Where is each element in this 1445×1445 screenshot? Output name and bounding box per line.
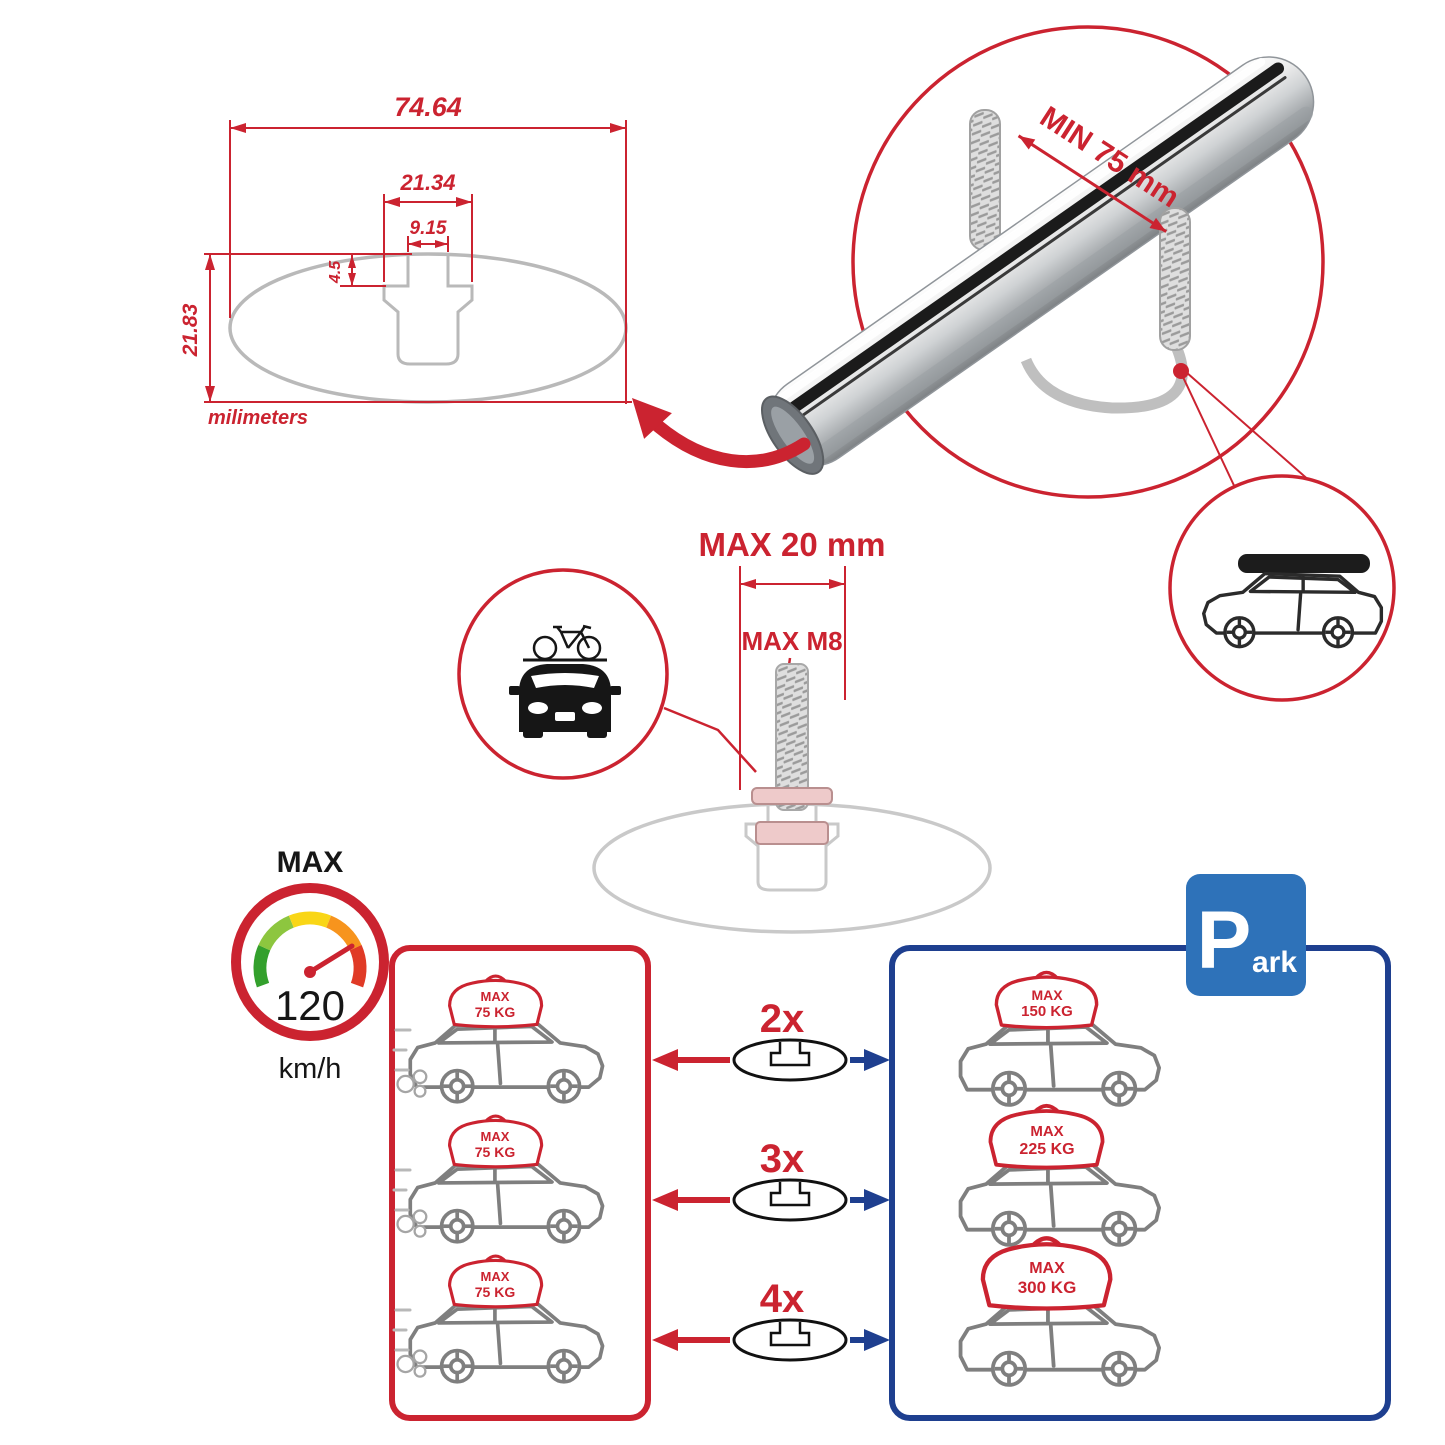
dimension-slot-outer: 21.34 <box>383 170 473 282</box>
dimension-width: 74.64 <box>229 92 627 404</box>
car-row: MAX 150 KG <box>958 970 1161 1107</box>
roof-box-icon <box>1238 554 1370 573</box>
clamp-rod-left <box>969 109 1001 251</box>
parking-sign-bg <box>1186 874 1306 996</box>
roofbox-car-badge <box>1168 474 1396 702</box>
crossbar-photo: MIN 75 mm <box>632 25 1396 702</box>
arrow-left-red-head <box>652 1049 678 1071</box>
gauge-needle <box>307 943 355 975</box>
quantity-rows: 2x 3x 4x <box>652 997 890 1362</box>
bolt-diagram: MAX 20 mm MAX M8 <box>457 526 992 934</box>
dim-width-label: 74.64 <box>394 92 462 122</box>
bag-max-label: MAX <box>1029 1260 1065 1277</box>
car-row: MAX 75 KG <box>392 974 605 1104</box>
speed-value: 120 <box>275 982 345 1029</box>
gauge-arcs <box>253 911 367 988</box>
parking-p: P <box>1197 895 1252 986</box>
arrow-right-blue-head <box>864 1189 890 1211</box>
multiplier-label: 4x <box>760 1277 805 1321</box>
bag-weight-label: 75 KG <box>475 1284 516 1300</box>
wheel <box>523 728 543 738</box>
bag-weight-label: 75 KG <box>475 1144 516 1160</box>
profile-slot-ghost <box>744 805 840 892</box>
bag-weight-label: 75 KG <box>475 1004 516 1020</box>
parking-ark: ark <box>1252 946 1297 979</box>
speed-max-label: MAX <box>277 846 344 879</box>
mirror <box>610 686 621 695</box>
dimension-height: 21.83 <box>179 253 632 403</box>
crossbar-profile-icon <box>732 1318 848 1362</box>
bag-max-label: MAX <box>481 1129 510 1144</box>
max-20-label: MAX 20 mm <box>698 526 885 563</box>
bag-max-label: MAX <box>481 989 510 1004</box>
car-row: MAX 75 KG <box>392 1114 605 1244</box>
leader-line <box>663 706 757 773</box>
units-label: milimeters <box>208 407 308 429</box>
dim-height-label: 21.83 <box>179 303 202 357</box>
leader-line <box>1182 376 1239 495</box>
bolt-collar <box>751 787 833 805</box>
bolt-t-head <box>755 821 829 845</box>
bag-weight-label: 150 KG <box>1021 1003 1073 1020</box>
arrow-to-cross-section <box>651 419 811 468</box>
leader-line <box>1185 371 1321 491</box>
crossbar-profile-icon <box>732 1178 848 1222</box>
arrow-to-cross-section-head <box>632 398 672 439</box>
motion-lines <box>392 1308 412 1352</box>
clamp-rod-right <box>1159 207 1191 351</box>
arrow-left-red-head <box>652 1329 678 1351</box>
dim-slot-inner-label: 9.15 <box>410 218 447 239</box>
cross-section-diagram: 74.64 21.34 9.15 4.5 <box>179 92 632 429</box>
headlight <box>528 702 548 714</box>
dim-slot-depth-label: 4.5 <box>327 260 344 284</box>
profile-ellipse <box>228 252 628 404</box>
mirror <box>509 686 520 695</box>
quantity-row: 3x <box>652 1137 890 1222</box>
car-front-with-bike-icon <box>509 624 621 738</box>
license-plate <box>555 712 575 721</box>
motion-lines <box>392 1028 412 1072</box>
crossbar-profile-icon <box>732 1038 848 1082</box>
profile-slot <box>382 255 474 366</box>
dimension-slot-inner: 9.15 <box>407 218 449 252</box>
speed-limit-gauge: MAX 120 km/h <box>231 846 389 1085</box>
highlight-circle <box>851 25 1325 499</box>
max-m8-label: MAX M8 <box>741 626 842 656</box>
pointer-dot <box>1173 363 1189 379</box>
bike-car-badge <box>457 568 757 780</box>
dimension-slot-depth: 4.5 <box>327 255 386 287</box>
arrow-left-red-head <box>652 1189 678 1211</box>
clamp-strap <box>1020 341 1188 414</box>
windshield <box>531 673 599 688</box>
headlight <box>582 702 602 714</box>
arrow-right-blue-head <box>864 1049 890 1071</box>
gauge-pivot <box>304 966 316 978</box>
bag-weight-label: 225 KG <box>1019 1141 1074 1158</box>
car-row: MAX 75 KG <box>392 1254 605 1384</box>
speed-unit: km/h <box>279 1053 342 1085</box>
arrow-right-blue-head <box>864 1329 890 1351</box>
parking-sign: P ark <box>1186 874 1306 996</box>
motion-lines <box>392 1168 412 1212</box>
bag-max-label: MAX <box>481 1269 510 1284</box>
parked-cars: MAX 150 KG MAX 225 KG MAX 300 KG <box>958 970 1161 1387</box>
aluminum-bar <box>761 56 1315 475</box>
car-row: MAX 300 KG <box>958 1238 1161 1387</box>
speedometer-icon <box>231 883 389 1041</box>
driving-cars: MAX 75 KG MAX 75 KG MAX 75 KG <box>392 974 605 1384</box>
multiplier-label: 2x <box>760 997 805 1041</box>
bag-weight-label: 300 KG <box>1018 1278 1077 1297</box>
multiplier-label: 3x <box>760 1137 805 1181</box>
quantity-row: 2x <box>652 997 890 1082</box>
bag-max-label: MAX <box>1030 1123 1063 1140</box>
wheel <box>587 728 607 738</box>
dim-slot-outer-label: 21.34 <box>399 170 455 195</box>
bolt-shank <box>775 663 809 811</box>
quantity-row: 4x <box>652 1277 890 1362</box>
bag-max-label: MAX <box>1031 987 1063 1003</box>
car-row: MAX 225 KG <box>958 1103 1161 1247</box>
